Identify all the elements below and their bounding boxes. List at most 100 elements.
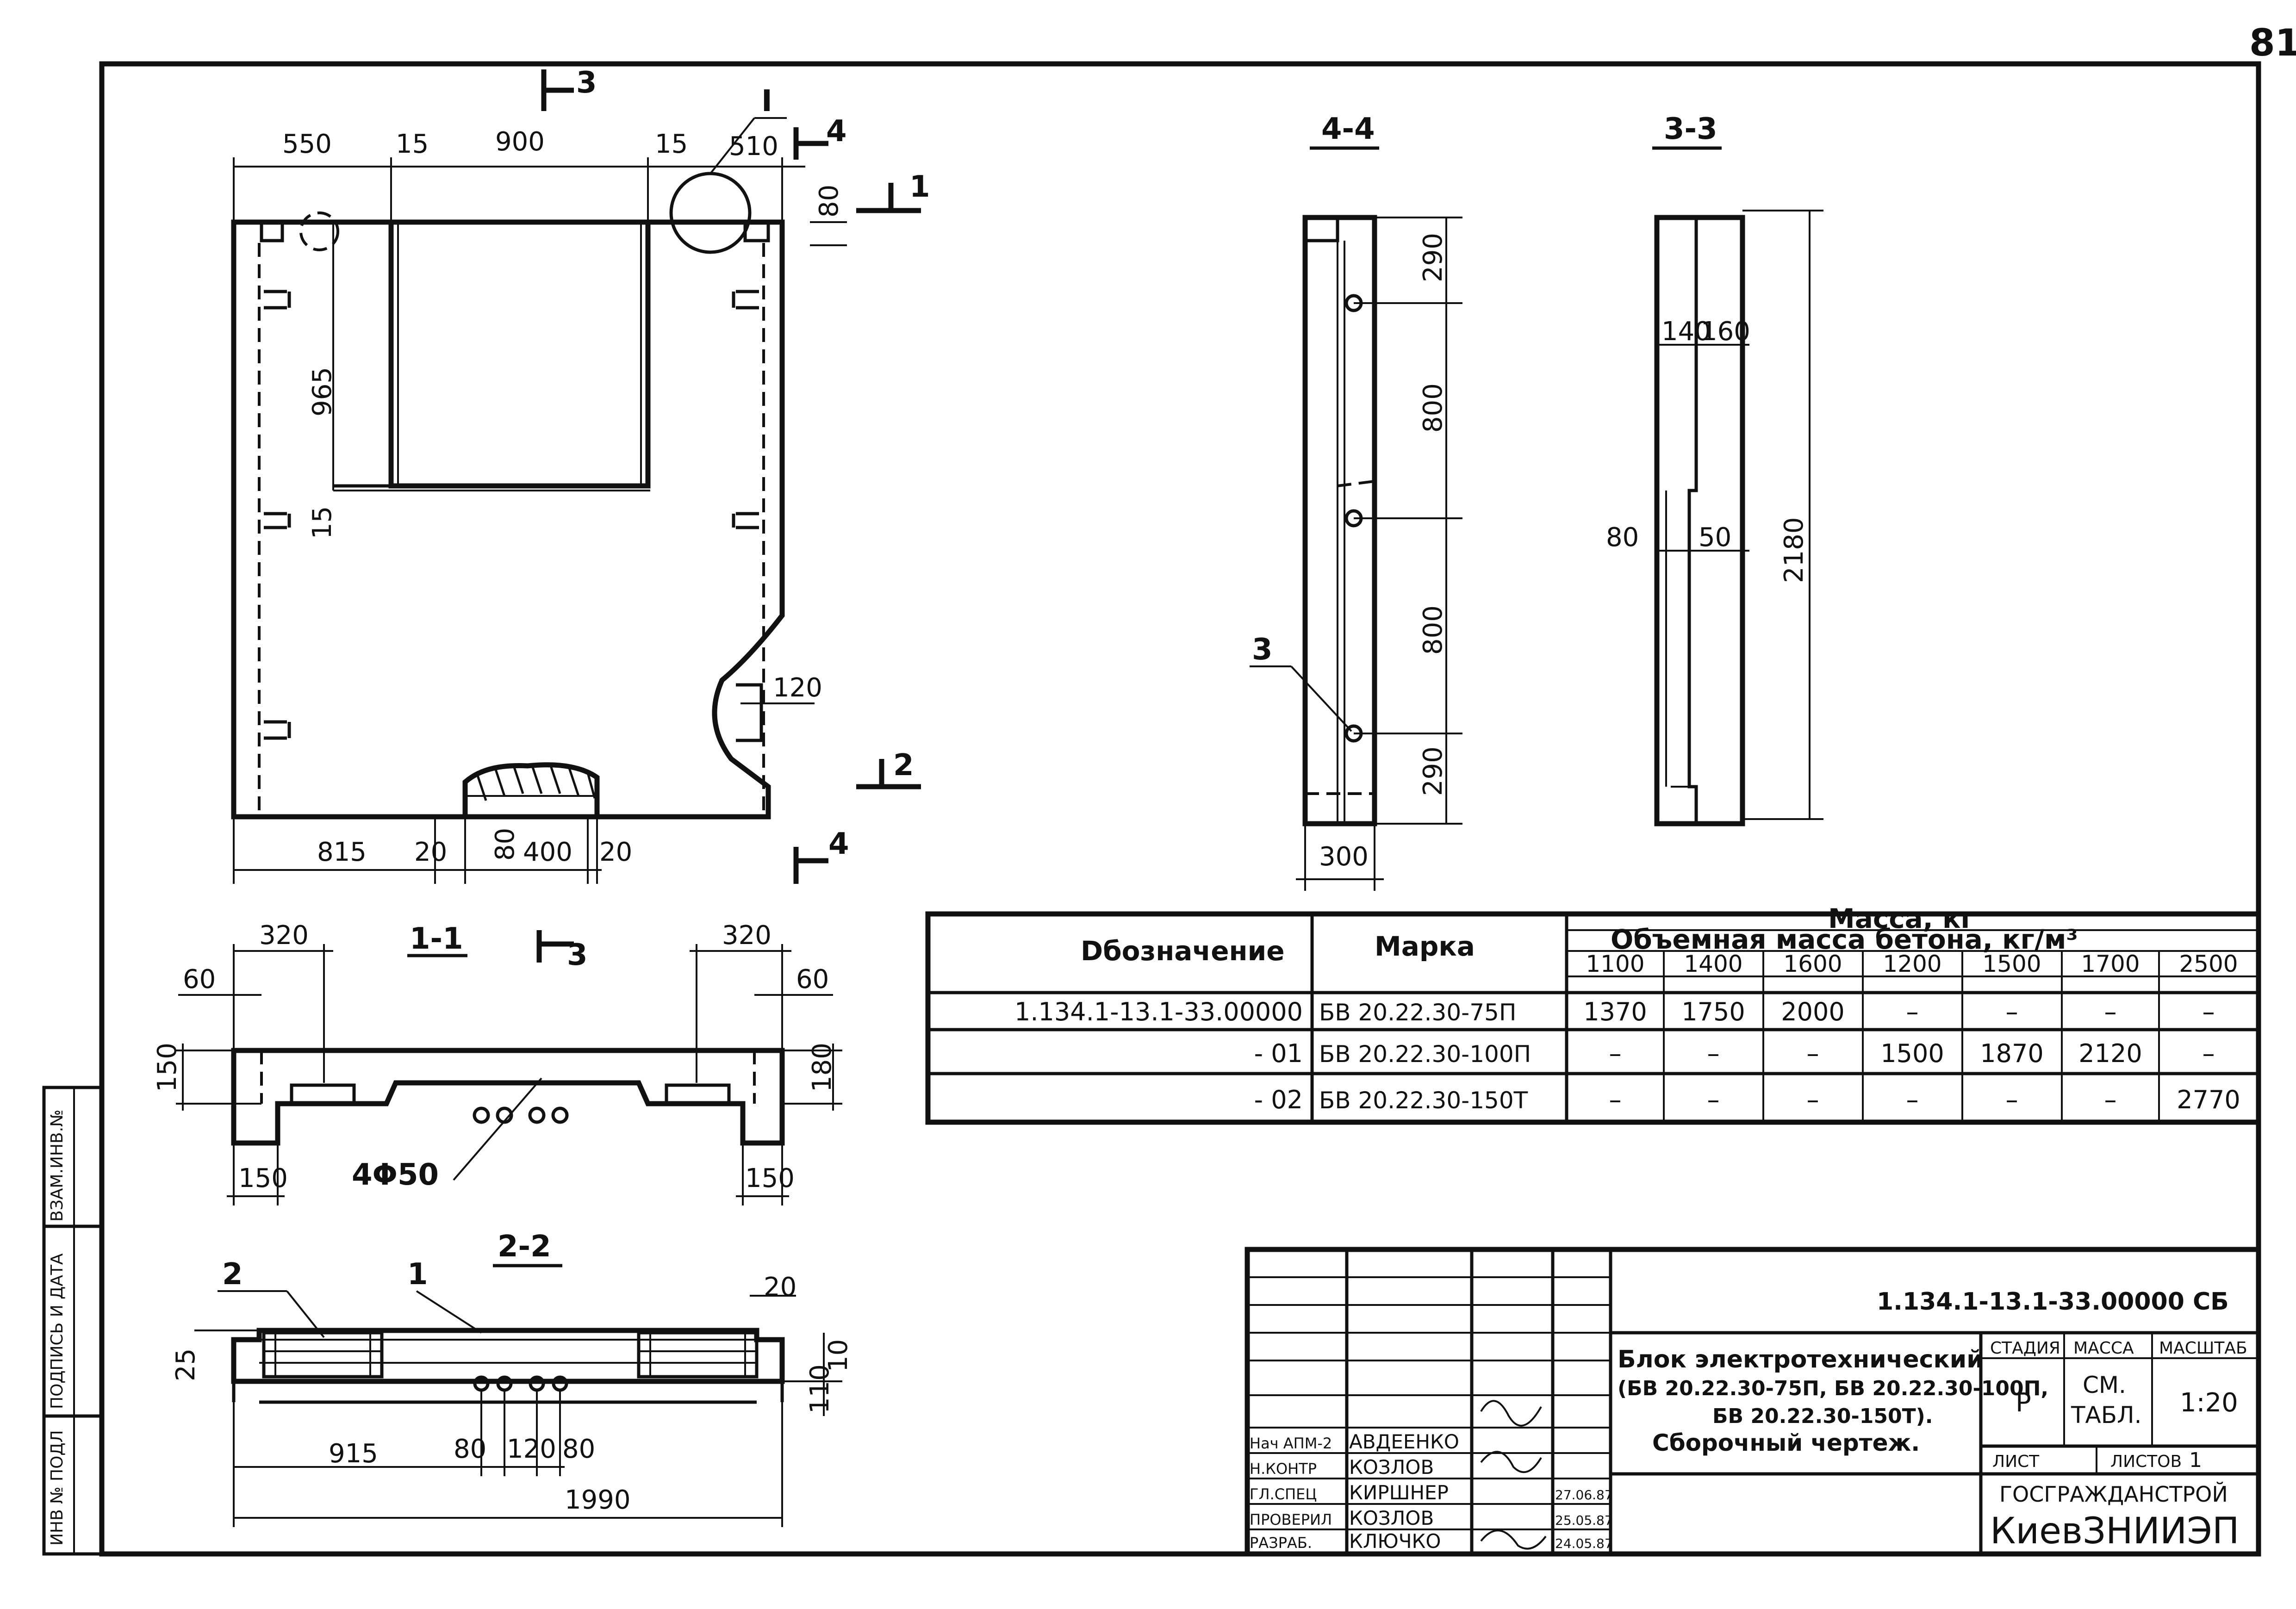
density-header-cell: 1700 bbox=[2081, 950, 2140, 977]
dim-915: 915 bbox=[329, 1439, 378, 1469]
dim-510: 510 bbox=[729, 131, 778, 162]
dim-400: 400 bbox=[523, 837, 572, 867]
table-body: 1.134.1-13.1-33.00000 БВ 20.22.30-75П 1370… bbox=[1014, 997, 2240, 1114]
dim-150-right-foot: 150 bbox=[745, 1163, 795, 1193]
dim-80-right: 80 bbox=[562, 1434, 595, 1464]
mass-value-cell: 1500 bbox=[1880, 1039, 1944, 1068]
mass-table: Dбозначение Марка Масса, кг Объемная мас… bbox=[925, 903, 2261, 1125]
mass-value-cell: – bbox=[1807, 1039, 1819, 1068]
density-header-cell: 1200 bbox=[1883, 950, 1941, 977]
sheet-label: ЛИСТ bbox=[1992, 1452, 2040, 1471]
dim-800-a: 800 bbox=[1418, 383, 1448, 433]
header-mass: Масса, кг bbox=[1828, 903, 1975, 934]
detail-mark-I: I bbox=[761, 84, 772, 118]
section-mark-1: 1 bbox=[909, 170, 930, 204]
stamp-swap-inv: ВЗАМ.ИНВ.№ bbox=[48, 1110, 67, 1222]
mass-value-cell: 2770 bbox=[2177, 1085, 2240, 1114]
dim-80-top: 80 bbox=[814, 185, 844, 217]
mass-value-cell: – bbox=[1906, 997, 1919, 1026]
dim-120: 120 bbox=[773, 673, 822, 703]
dim-20-a: 20 bbox=[414, 837, 447, 867]
section-2-2-title: 2-2 bbox=[498, 1230, 551, 1264]
dim-965: 965 bbox=[307, 367, 337, 416]
doc-name-line-2: (БВ 20.22.30-75П, БВ 20.22.30-100П, bbox=[1618, 1377, 2048, 1400]
sheets-label: ЛИСТОВ bbox=[2110, 1452, 2182, 1471]
signatory-name: КОЗЛОВ bbox=[1349, 1507, 1434, 1529]
dim-180-vertical: 180 bbox=[807, 1043, 837, 1092]
section-2-2-view: 2-2 2 1 20 25 10 110 bbox=[171, 1230, 853, 1527]
section-4-4-title: 4-4 bbox=[1321, 112, 1375, 146]
stamp-inv-orig: ИНВ № ПОДЛ bbox=[48, 1430, 67, 1546]
mass-label: МАССА bbox=[2073, 1339, 2134, 1358]
drawing-frame bbox=[99, 61, 2261, 1557]
dim-150-left-foot: 150 bbox=[238, 1163, 288, 1193]
org-name-2: КиевЗНИИЭП bbox=[1990, 1510, 2240, 1552]
dim-60-right: 60 bbox=[796, 964, 829, 994]
dim-815: 815 bbox=[317, 837, 367, 867]
dim-150-vertical: 150 bbox=[152, 1043, 182, 1092]
mass-value-cell: – bbox=[1707, 1039, 1720, 1068]
mass-value-cell: – bbox=[1707, 1085, 1720, 1114]
mass-value-cell: – bbox=[2203, 1039, 2215, 1068]
signatory-name: АВДЕЕНКО bbox=[1349, 1430, 1459, 1453]
callout-1: 1 bbox=[407, 1257, 428, 1292]
dim-10: 10 bbox=[823, 1339, 853, 1372]
stamp-sign-date: ПОДПИСЬ И ДАТА bbox=[48, 1253, 67, 1409]
signatory-name: КЛЮЧКО bbox=[1349, 1530, 1441, 1553]
dim-900: 900 bbox=[495, 127, 545, 157]
dim-60-left: 60 bbox=[183, 964, 216, 994]
mass-value-cell: – bbox=[2006, 1085, 2018, 1114]
dim-15-b: 15 bbox=[655, 129, 688, 159]
mass-value-cell: – bbox=[1609, 1039, 1622, 1068]
mass-value-cell: 2120 bbox=[2078, 1039, 2142, 1068]
dim-160: 160 bbox=[1701, 317, 1750, 347]
signatory-date: 25.05.87 bbox=[1555, 1513, 1613, 1528]
dim-80-bottom: 80 bbox=[490, 828, 520, 861]
dim-140: 140 bbox=[1661, 317, 1711, 347]
section-mark-4-top: 4 bbox=[826, 114, 847, 149]
dim-290-top: 290 bbox=[1418, 233, 1448, 282]
density-header-cell: 2500 bbox=[2179, 950, 2238, 977]
density-header-cell: 1600 bbox=[1783, 950, 1842, 977]
section-4-4-view: 4-4 290 800 800 290 300 3 bbox=[1250, 112, 1462, 891]
dim-15-c: 15 bbox=[307, 506, 337, 539]
header-density: Объемная масса бетона, кг/м³ bbox=[1611, 924, 2078, 955]
mass-value-1: СМ. bbox=[2083, 1372, 2126, 1398]
scale-value: 1:20 bbox=[2180, 1388, 2238, 1418]
dim-290-bottom: 290 bbox=[1418, 746, 1448, 796]
dim-50: 50 bbox=[1699, 522, 1731, 553]
mass-value-cell: 1370 bbox=[1583, 997, 1647, 1026]
mass-value-cell: 1750 bbox=[1681, 997, 1745, 1026]
col-mark: Марка bbox=[1375, 931, 1475, 962]
dim-1990: 1990 bbox=[565, 1485, 631, 1515]
section-mark-3-top: 3 bbox=[576, 66, 597, 100]
mass-value-cell: – bbox=[2104, 1085, 2117, 1114]
signatory-name: КИРШНЕР bbox=[1349, 1481, 1449, 1504]
density-header-cell: 1400 bbox=[1684, 950, 1742, 977]
mass-value-cell: – bbox=[2006, 997, 2018, 1026]
section-1-1-mark-3: 3 bbox=[567, 938, 588, 972]
dim-300: 300 bbox=[1319, 842, 1369, 872]
signatory-role: ПРОВЕРИЛ bbox=[1250, 1511, 1332, 1528]
row-mark: БВ 20.22.30-75П bbox=[1319, 999, 1516, 1026]
row-mark: БВ 20.22.30-100П bbox=[1319, 1041, 1531, 1068]
row-designation: 1.134.1-13.1-33.00000 bbox=[1014, 997, 1303, 1026]
stage-value: Р bbox=[2016, 1388, 2031, 1418]
mass-value-2: ТАБЛ. bbox=[2071, 1402, 2142, 1429]
doc-code: 1.134.1-13.1-33.00000 СБ bbox=[1877, 1288, 2229, 1316]
row-mark: БВ 20.22.30-150Т bbox=[1319, 1087, 1528, 1114]
signatory-role: Н.КОНТР bbox=[1250, 1460, 1317, 1478]
row-designation: - 02 bbox=[1254, 1085, 1303, 1114]
mass-value-cell: 2000 bbox=[1781, 997, 1844, 1026]
front-elevation-view: 550 15 900 15 510 80 965 15 120 815 20 8… bbox=[231, 66, 930, 884]
col-designation: Dбозначение bbox=[1081, 935, 1285, 967]
mass-value-cell: – bbox=[2203, 997, 2215, 1026]
dim-110: 110 bbox=[805, 1364, 835, 1414]
signatory-date: 27.06.87 bbox=[1555, 1487, 1613, 1503]
mass-value-cell: – bbox=[1807, 1085, 1819, 1114]
mass-value-cell: – bbox=[1609, 1085, 1622, 1114]
